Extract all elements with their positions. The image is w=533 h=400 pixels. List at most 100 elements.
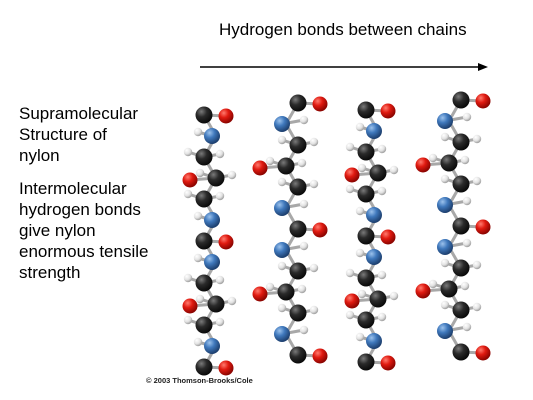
caption-body-line-1: Intermolecular (19, 179, 127, 198)
carbon-atom (207, 169, 225, 187)
carbon-atom (369, 164, 387, 182)
hydrogen-atom (355, 248, 365, 258)
oxygen-atom (475, 93, 491, 109)
hydrogen-atom (472, 134, 482, 144)
nitrogen-atom (366, 249, 382, 265)
nitrogen-atom (204, 338, 220, 354)
nitrogen-atom (274, 326, 290, 342)
carbon-atom (289, 94, 307, 112)
hydrogen-atom (460, 281, 470, 291)
hydrogen-atom (215, 191, 225, 201)
hydrogen-atom (462, 322, 472, 332)
hydrogen-atom (309, 263, 319, 273)
hydrogen-atom (277, 135, 287, 145)
hydrogen-atom (357, 289, 367, 299)
hydrogen-atom (277, 177, 287, 187)
hydrogen-atom (428, 153, 438, 163)
oxygen-atom (475, 219, 491, 235)
caption-body-line-4: enormous tensile (19, 242, 149, 261)
hydrogen-atom (462, 238, 472, 248)
hydrogen-atom (299, 325, 309, 335)
nitrogen-atom (366, 207, 382, 223)
nitrogen-atom (274, 116, 290, 132)
nitrogen-atom (437, 197, 453, 213)
hydrogen-atom (345, 184, 355, 194)
carbon-atom (452, 175, 470, 193)
oxygen-atom (415, 157, 431, 173)
oxygen-atom (312, 96, 328, 112)
carbon-atom (357, 311, 375, 329)
carbon-atom (195, 358, 213, 376)
carbon-atom (195, 148, 213, 166)
oxygen-atom (182, 298, 198, 314)
oxygen-atom (218, 108, 234, 124)
carbon-atom (452, 301, 470, 319)
hydrogen-atom (215, 317, 225, 327)
hydrogen-atom (183, 147, 193, 157)
arrow-right-icon (200, 63, 488, 71)
hydrogen-atom (357, 163, 367, 173)
caption-body-line-3: give nylon (19, 221, 96, 240)
hydrogen-atom (277, 261, 287, 271)
caption-block: Supramolecular Structure of nylon Interm… (19, 103, 184, 283)
hydrogen-atom (377, 270, 387, 280)
nitrogen-atom (274, 242, 290, 258)
hydrogen-atom (195, 294, 205, 304)
nitrogen-atom (204, 128, 220, 144)
carbon-atom (357, 227, 375, 245)
carbon-atom (289, 136, 307, 154)
carbon-atom (195, 106, 213, 124)
hydrogen-atom (193, 337, 203, 347)
oxygen-atom (380, 103, 396, 119)
caption-body-line-5: strength (19, 263, 81, 282)
caption-title-line-2: Structure of (19, 125, 107, 144)
hydrogen-atom (183, 315, 193, 325)
nitrogen-atom (204, 212, 220, 228)
hydrogen-atom (345, 268, 355, 278)
hydrogen-atom (462, 196, 472, 206)
hydrogen-atom (193, 253, 203, 263)
hydrogen-atom (472, 176, 482, 186)
hydrogen-atom (377, 186, 387, 196)
hydrogen-atom (309, 179, 319, 189)
oxygen-atom (312, 348, 328, 364)
oxygen-atom (344, 293, 360, 309)
hydrogen-atom (299, 115, 309, 125)
nitrogen-atom (366, 333, 382, 349)
oxygen-atom (218, 234, 234, 250)
carbon-atom (452, 91, 470, 109)
hydrogen-atom (355, 206, 365, 216)
oxygen-atom (218, 360, 234, 376)
hydrogen-atom (440, 174, 450, 184)
hydrogen-atom (309, 137, 319, 147)
carbon-atom (452, 217, 470, 235)
carbon-atom (289, 262, 307, 280)
nitrogen-atom (204, 254, 220, 270)
hydrogen-atom (215, 275, 225, 285)
hydrogen-atom (355, 122, 365, 132)
hydrogen-atom (299, 199, 309, 209)
carbon-atom (440, 154, 458, 172)
carbon-atom (195, 274, 213, 292)
hydrogen-atom (472, 302, 482, 312)
oxygen-atom (475, 345, 491, 361)
hydrogen-atom (472, 260, 482, 270)
carbon-atom (357, 185, 375, 203)
atom-layer (182, 91, 491, 376)
hydrogen-atom (265, 282, 275, 292)
carbon-atom (452, 133, 470, 151)
hydrogen-atom (345, 142, 355, 152)
hydrogen-atom (377, 144, 387, 154)
hydrogen-atom (299, 241, 309, 251)
hydrogen-atom (389, 165, 399, 175)
oxygen-atom (252, 286, 268, 302)
carbon-atom (277, 283, 295, 301)
hydrogen-atom (193, 127, 203, 137)
hydrogen-atom (297, 158, 307, 168)
carbon-atom (357, 143, 375, 161)
nitrogen-atom (437, 239, 453, 255)
hydrogen-atom (462, 112, 472, 122)
hydrogen-atom (440, 132, 450, 142)
carbon-atom (207, 295, 225, 313)
carbon-atom (289, 304, 307, 322)
